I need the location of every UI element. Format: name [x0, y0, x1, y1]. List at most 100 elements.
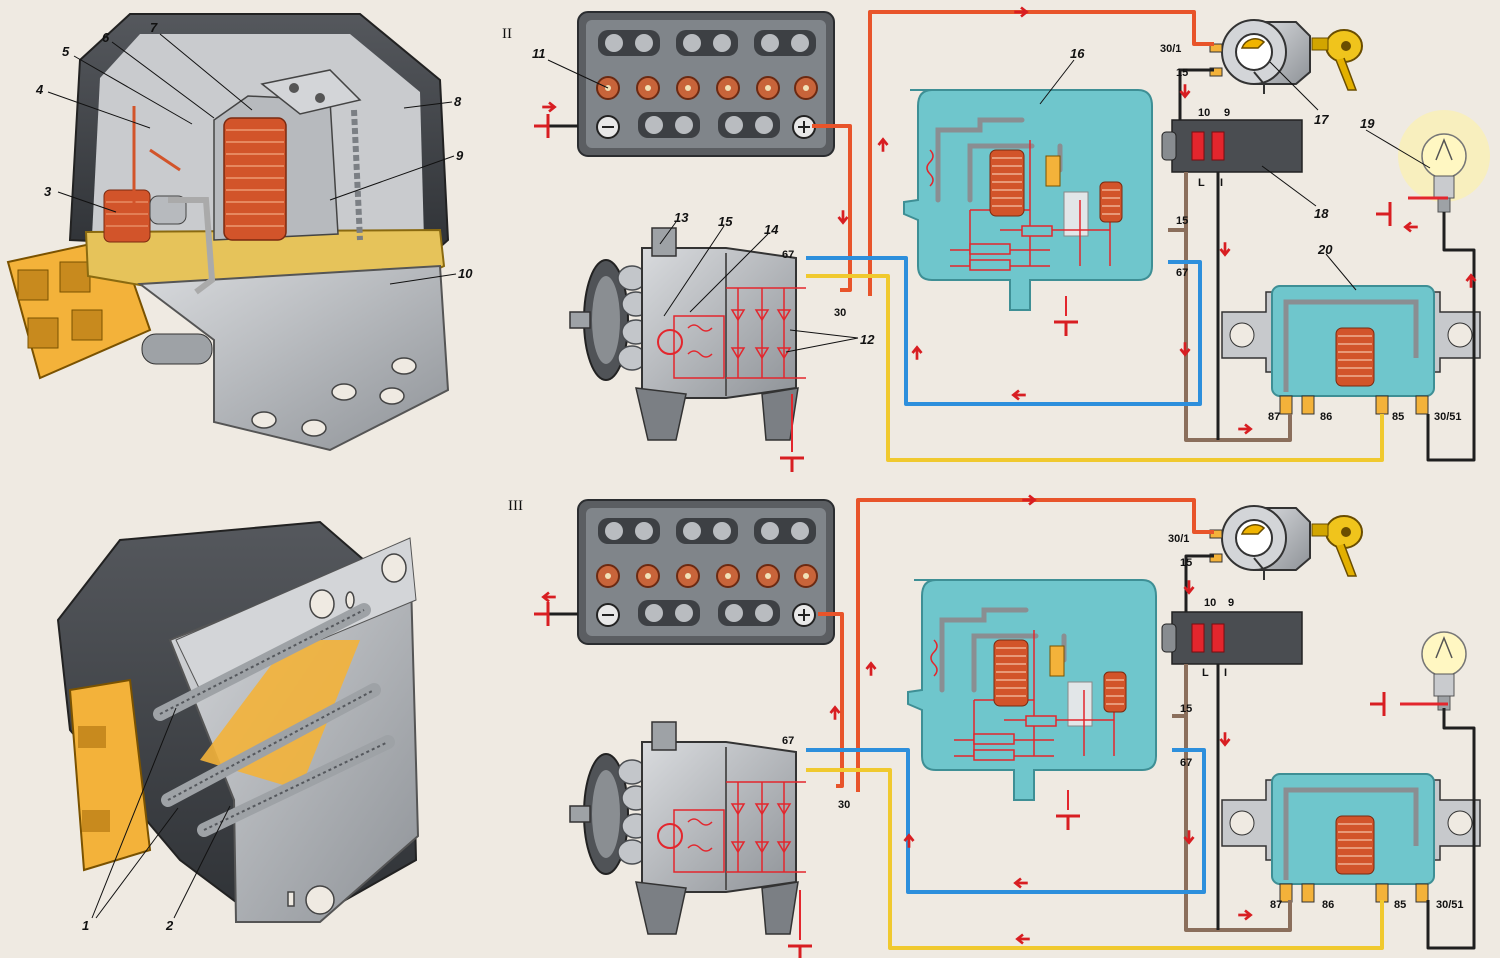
schematic-leader-lines — [547, 59, 1431, 353]
current-arrow-icon — [1014, 877, 1030, 889]
ground-icon — [532, 112, 550, 140]
terminal-67: 67 — [1180, 757, 1192, 769]
terminal-30-51: 30/51 — [1434, 411, 1462, 423]
regulator-cutaway-illustration — [6, 13, 450, 452]
terminal-85: 85 — [1392, 411, 1404, 423]
current-arrow-icon — [1219, 240, 1231, 256]
terminal-87: 87 — [1270, 899, 1282, 911]
callout-14: 14 — [764, 222, 779, 237]
current-arrow-icon — [1219, 730, 1231, 746]
callout-15: 15 — [718, 214, 733, 229]
callout-1: 1 — [82, 918, 89, 933]
alternator-icon — [569, 721, 807, 935]
callout-18: 18 — [1314, 206, 1329, 221]
terminal-30-1: 30/1 — [1168, 533, 1189, 545]
ground-icon — [1374, 200, 1392, 228]
current-arrow-icon — [1404, 221, 1420, 233]
callout-8: 8 — [454, 94, 462, 109]
ignition-switch-icon — [1209, 19, 1311, 95]
terminal-i: I — [1224, 667, 1227, 679]
key-icon — [1311, 515, 1363, 577]
terminal-86: 86 — [1322, 899, 1334, 911]
callout-10: 10 — [458, 266, 473, 281]
terminal-15: 15 — [1180, 557, 1192, 569]
ground-icon — [778, 456, 806, 474]
terminal-labels-ii: 30/1 15 10 9 L I 15 67 67 30 87 86 85 30… — [782, 43, 1462, 423]
callout-19: 19 — [1360, 116, 1375, 131]
terminal-10: 10 — [1204, 597, 1216, 609]
current-arrow-icon — [829, 706, 841, 722]
relay-icon — [1222, 774, 1480, 902]
terminal-67: 67 — [1176, 267, 1188, 279]
current-arrow-icon — [837, 208, 849, 224]
callout-2: 2 — [165, 918, 174, 933]
terminal-15: 15 — [1176, 67, 1188, 79]
terminal-67: 67 — [782, 249, 794, 261]
terminal-30: 30 — [834, 307, 846, 319]
terminal-l: L — [1198, 177, 1205, 189]
current-arrow-icon — [1179, 340, 1191, 356]
fuse-block-icon — [1161, 611, 1303, 665]
current-arrow-icon — [903, 834, 915, 850]
callout-9: 9 — [456, 148, 464, 163]
wiring-iii — [548, 498, 1476, 950]
section-label-ii: II — [502, 26, 512, 42]
ground-icon — [1368, 690, 1386, 718]
terminal-67: 67 — [782, 735, 794, 747]
callout-17: 17 — [1314, 112, 1329, 127]
terminal-10: 10 — [1198, 107, 1210, 119]
terminal-30-1: 30/1 — [1160, 43, 1181, 55]
callout-12: 12 — [860, 332, 875, 347]
current-arrow-icon — [1236, 423, 1252, 435]
lamp-icon — [1421, 631, 1467, 711]
callout-16: 16 — [1070, 46, 1085, 61]
terminal-30: 30 — [838, 799, 850, 811]
terminal-9: 9 — [1224, 107, 1230, 119]
fuse-block-icon — [1161, 119, 1303, 173]
terminal-85: 85 — [1394, 899, 1406, 911]
current-arrow-icon — [1179, 82, 1191, 98]
ground-icon — [786, 944, 814, 958]
callout-7: 7 — [150, 20, 158, 35]
terminal-labels-iii: 30/1 15 10 9 L I 15 67 67 30 87 86 85 30… — [782, 533, 1464, 911]
key-icon — [1311, 29, 1363, 91]
terminal-9: 9 — [1228, 597, 1234, 609]
section-label-iii: III — [508, 498, 523, 514]
terminal-15: 15 — [1180, 703, 1192, 715]
terminal-30-51: 30/51 — [1436, 899, 1464, 911]
current-arrow-icon — [1012, 389, 1028, 401]
terminal-86: 86 — [1320, 411, 1332, 423]
terminal-15: 15 — [1176, 215, 1188, 227]
current-arrow-icon — [1236, 909, 1252, 921]
relay-icon — [904, 90, 1152, 310]
ignition-switch-icon — [1209, 505, 1311, 581]
callout-6: 6 — [102, 30, 110, 45]
callout-4: 4 — [35, 82, 44, 97]
ground-icon — [1054, 814, 1082, 832]
callout-13: 13 — [674, 210, 689, 225]
current-arrow-icon — [1016, 933, 1032, 945]
wiring-ii — [548, 10, 1476, 462]
terminal-l: L — [1202, 667, 1209, 679]
current-arrow-icon — [911, 346, 923, 362]
current-arrow-icon — [877, 138, 889, 154]
terminal-87: 87 — [1268, 411, 1280, 423]
battery-icon — [577, 499, 835, 645]
callout-5: 5 — [62, 44, 70, 59]
relay-icon — [1222, 286, 1480, 414]
battery-icon — [577, 11, 835, 157]
regulator-rear-illustration — [56, 520, 420, 923]
callout-20: 20 — [1317, 242, 1333, 257]
callout-11: 11 — [532, 46, 546, 61]
ground-icon — [1052, 320, 1080, 338]
ground-icon — [532, 600, 550, 628]
regulator-leader-lines — [47, 33, 457, 919]
current-arrow-icon — [1012, 6, 1028, 18]
relay-icon — [908, 580, 1156, 800]
terminal-i: I — [1220, 177, 1223, 189]
current-arrow-icon — [1020, 494, 1036, 506]
current-arrow-icon — [540, 101, 556, 113]
callout-3: 3 — [44, 184, 52, 199]
current-arrow-icon — [865, 662, 877, 678]
